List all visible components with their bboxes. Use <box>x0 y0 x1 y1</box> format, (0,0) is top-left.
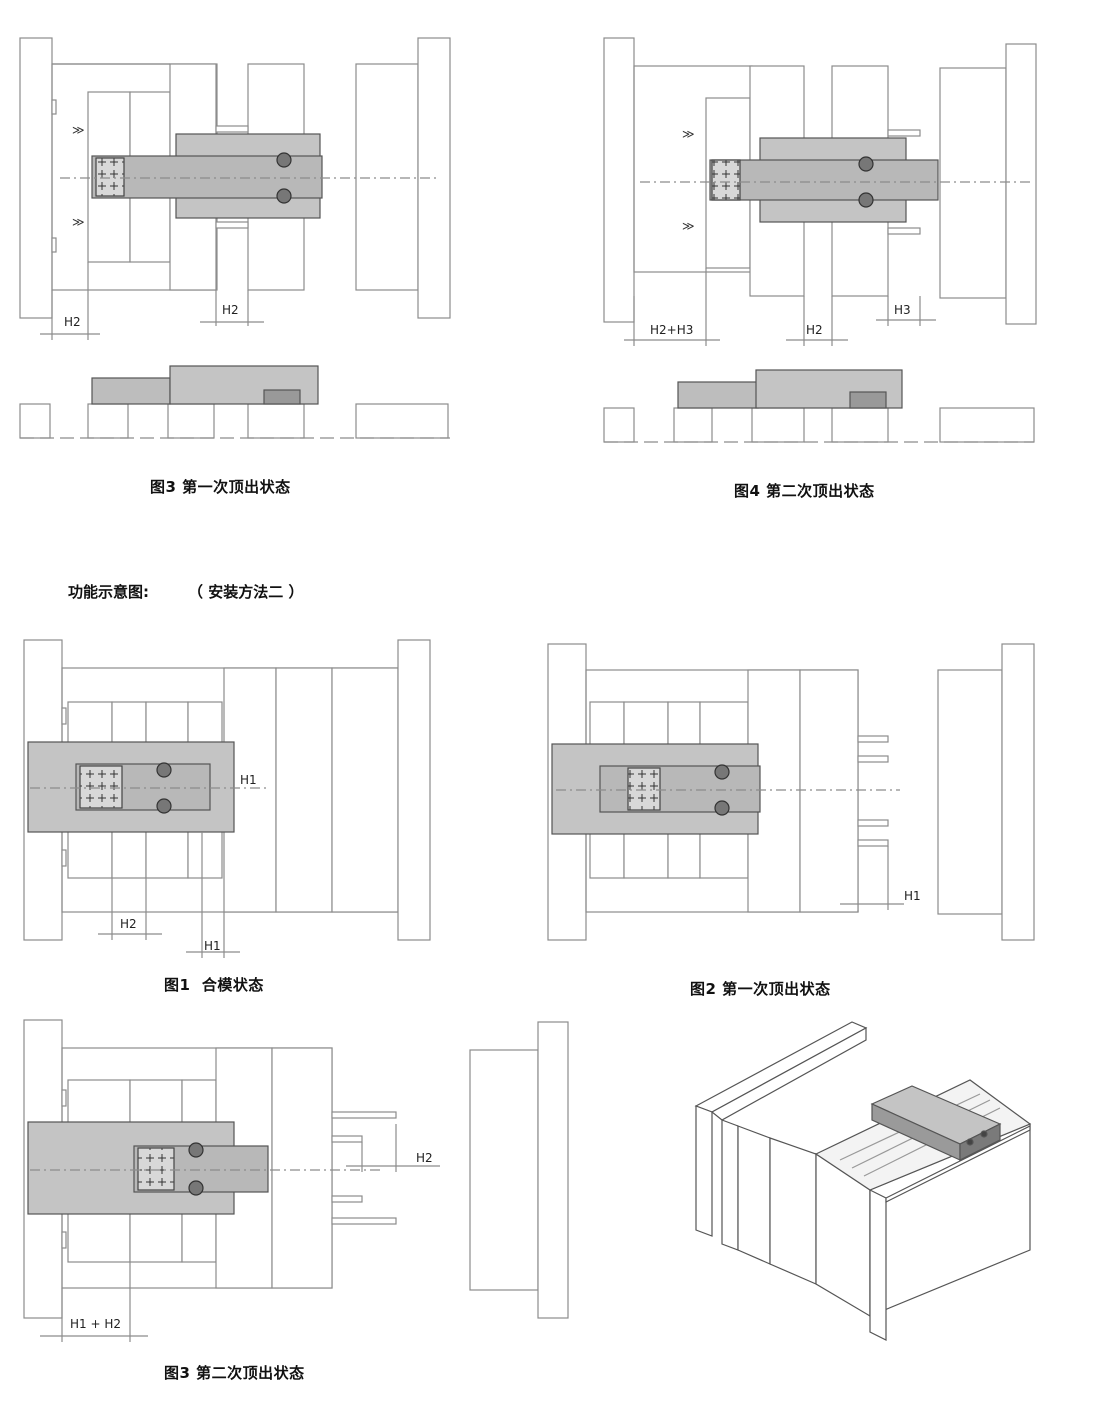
dim-label-fig1-h2: H2 <box>120 917 137 931</box>
diagram-fig2 <box>547 643 1035 941</box>
dim-label-fig2-h1: H1 <box>904 889 921 903</box>
section-subtitle: （ 安装方法二 ） <box>188 583 304 601</box>
dim-label-fig1-h1-top: H1 <box>240 773 257 787</box>
caption-top-fig4: 图4 第二次顶出状态 <box>734 482 875 500</box>
caption-bottom-fig3: 图3 第二次顶出状态 <box>164 1364 305 1382</box>
svg-text:≫: ≫ <box>72 215 85 229</box>
dim-label-bottom-fig3-h2: H2 <box>416 1151 433 1165</box>
svg-text:≫: ≫ <box>682 127 695 141</box>
isometric-mold-view <box>694 1021 1032 1341</box>
diagram-top-fig3: ≫ ≫ <box>19 37 451 439</box>
caption-fig1: 图1 合模状态 <box>164 976 264 994</box>
diagram-bottom-fig3 <box>23 1019 569 1342</box>
svg-text:≫: ≫ <box>72 123 85 137</box>
dim-label-top-fig4-h2h3: H2+H3 <box>650 323 693 337</box>
svg-text:≫: ≫ <box>682 219 695 233</box>
dim-label-top-fig4-h2: H2 <box>806 323 823 337</box>
section-title: 功能示意图: <box>68 583 149 601</box>
dim-label-fig1-h1: H1 <box>204 939 221 953</box>
caption-top-fig3: 图3 第一次顶出状态 <box>150 478 291 496</box>
diagram-fig1 <box>23 639 431 958</box>
caption-fig2: 图2 第一次顶出状态 <box>690 980 831 998</box>
diagram-top-fig4: ≫ ≫ <box>603 37 1037 443</box>
dim-label-bottom-fig3-h1h2: H1 + H2 <box>70 1317 121 1331</box>
dim-label-top-fig3-mid: H2 <box>222 303 239 317</box>
dim-label-top-fig4-h3: H3 <box>894 303 911 317</box>
dim-label-top-fig3-left: H2 <box>64 315 81 329</box>
